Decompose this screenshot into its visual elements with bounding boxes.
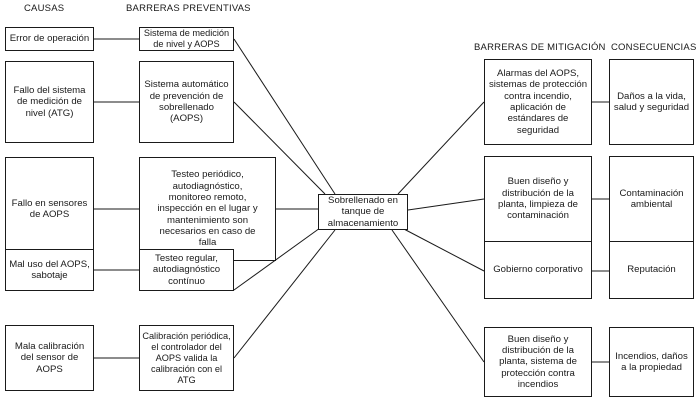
link-event-mitigation-2 <box>407 198 485 211</box>
link-barrier-event-5 <box>233 229 336 359</box>
cause-box: Mala calibración del sensor de AOPS <box>5 325 94 391</box>
mitigation-barrier-box: Buen diseño y distribución de la planta,… <box>484 327 592 397</box>
mitigation-barrier-box: Alarmas del AOPS, sistemas de protección… <box>484 59 592 145</box>
consequence-box: Daños a la vida, salud y seguridad <box>609 59 694 145</box>
consequence-box: Contaminación ambiental <box>609 156 694 242</box>
cause-box: Fallo en sensores de AOPS <box>5 157 94 261</box>
mitigation-barrier-box: Buen diseño y distribución de la planta,… <box>484 156 592 242</box>
preventive-barrier-box: Calibración periódica, el controlador de… <box>139 325 234 391</box>
preventive-barrier-box: Sistema de medición de nivel y AOPS <box>139 27 234 51</box>
link-barrier-event-1 <box>233 38 336 195</box>
header-consequences: CONSECUENCIAS <box>611 42 697 53</box>
link-event-mitigation-1 <box>397 101 485 195</box>
link-barrier-event-2 <box>233 101 326 195</box>
preventive-barrier-box: Sistema automático de prevención de sobr… <box>139 61 234 143</box>
consequence-box: Reputación <box>609 241 694 299</box>
top-event-box: Sobrellenado en tanque de almacenamiento <box>318 194 408 230</box>
preventive-barrier-box: Testeo periódico, autodiagnóstico, monit… <box>139 157 276 261</box>
mitigation-barrier-box: Gobierno corporativo <box>484 241 592 299</box>
link-event-mitigation-3 <box>401 227 485 272</box>
header-preventive-barriers: BARRERAS PREVENTIVAS <box>126 3 251 14</box>
consequence-box: Incendios, daños a la propiedad <box>609 327 694 397</box>
preventive-barrier-box: Testeo regular, autodiagnóstico contínuo <box>139 249 234 291</box>
header-causes: CAUSAS <box>24 3 65 14</box>
link-event-mitigation-4 <box>391 229 485 363</box>
cause-box: Error de operación <box>5 27 94 51</box>
cause-box: Fallo del sistema de medición de nivel (… <box>5 61 94 143</box>
header-mitigation-barriers: BARRERAS DE MITIGACIÓN <box>474 42 606 53</box>
cause-box: Mal uso del AOPS, sabotaje <box>5 249 94 291</box>
link-barrier-event-4 <box>233 227 321 291</box>
